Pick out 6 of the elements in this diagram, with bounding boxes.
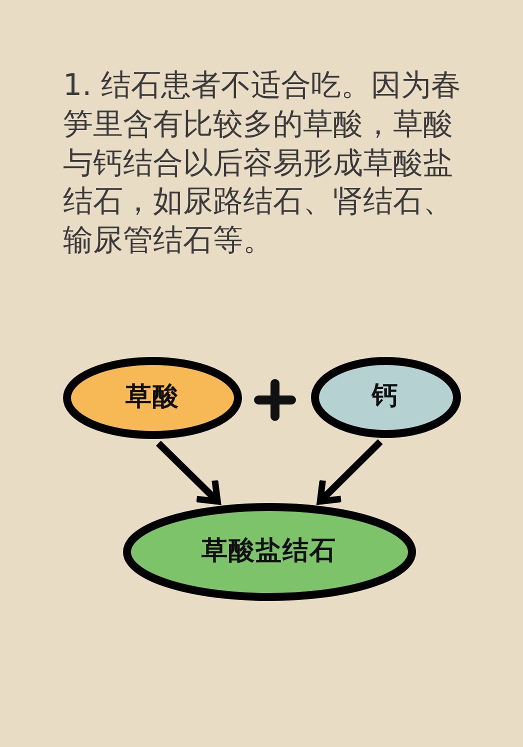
oval-node: 草酸盐结石 [122,503,416,601]
oval-node: 草酸 [63,357,242,439]
arrow [156,440,221,505]
oval-node: 钙 [310,356,460,438]
paragraph: 1. 结石患者不适合吃。因为春笋里含有比较多的草酸，草酸与钙结合以后容易形成草酸盐结石，如尿路结石、肾结石、输尿管结石等。 [63,67,462,260]
arrow [316,439,383,505]
